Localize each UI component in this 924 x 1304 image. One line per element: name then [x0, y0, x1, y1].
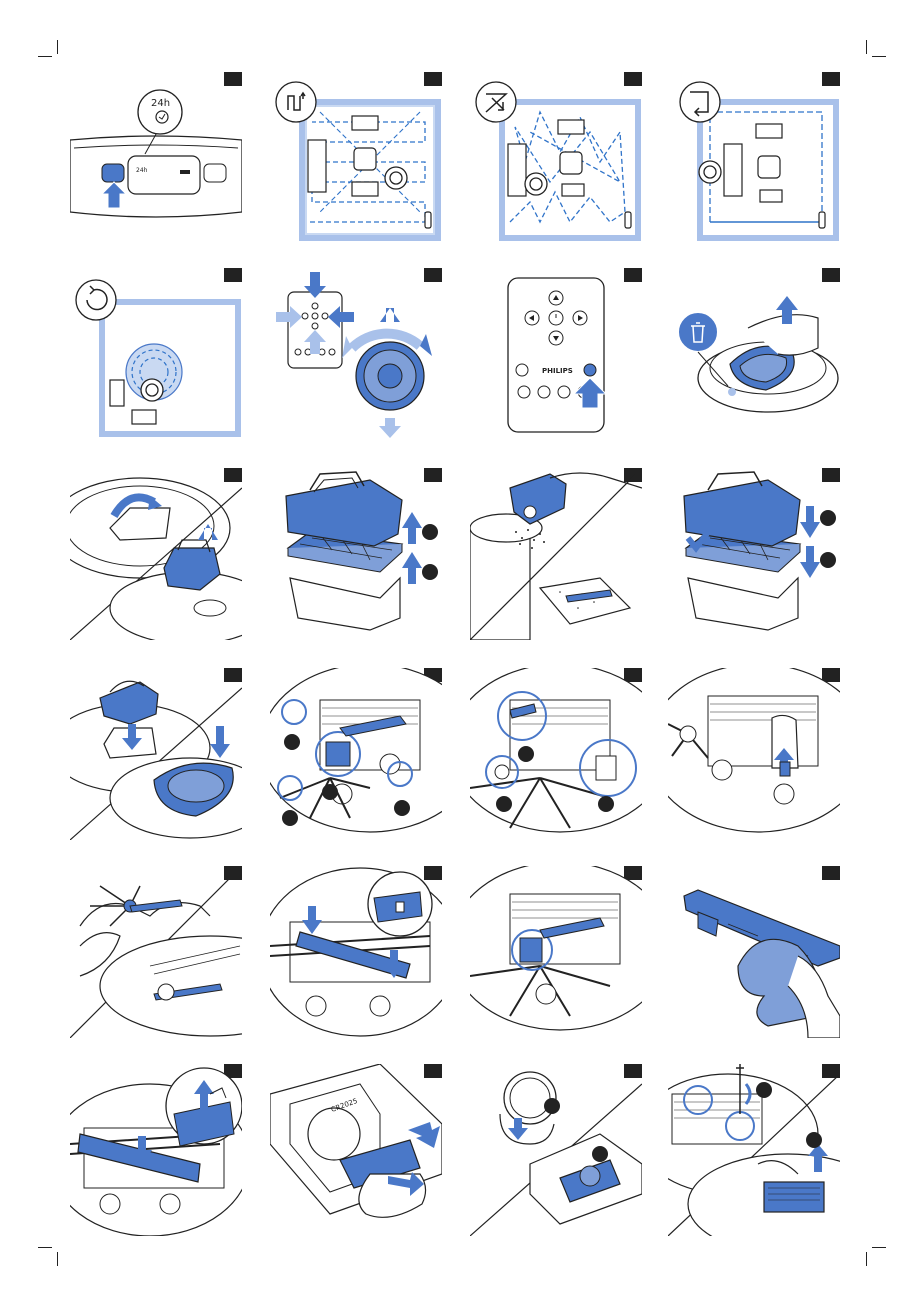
remote-brand: PHILIPS	[542, 367, 573, 375]
step-panel-lift-bin	[70, 468, 242, 640]
crop-mark	[872, 56, 886, 57]
step-panel-zigzag-mode	[270, 72, 442, 244]
timer-bubble-label: 24h	[151, 98, 170, 109]
crop-mark	[38, 1247, 52, 1248]
step-panel-reinsert-brush	[270, 866, 442, 1038]
step-panel-cover-lock	[70, 1064, 242, 1236]
crop-mark	[57, 1252, 58, 1266]
step-panel-remote: PHILIPS	[470, 268, 642, 440]
step-panel-underside-wheels	[470, 668, 642, 840]
step-panel-wall-follow-mode	[668, 72, 840, 244]
step-panel-screw-cover	[668, 1064, 840, 1236]
home-icon	[516, 364, 528, 376]
step-panel-timer: 24h 24h	[70, 72, 242, 244]
crop-mark	[38, 56, 52, 57]
crop-mark	[57, 40, 58, 54]
step-panel-underside-brushes	[270, 668, 442, 840]
step-panel-side-brush	[70, 866, 242, 1038]
step-panel-remove-bin	[668, 268, 840, 440]
step-panel-random-mode	[470, 72, 642, 244]
crop-mark	[866, 1252, 867, 1266]
svg-text:24h: 24h	[136, 167, 148, 174]
crop-mark	[872, 1247, 886, 1248]
step-panel-insert-bin	[70, 668, 242, 840]
step-panel-empty-dust	[470, 468, 642, 640]
step-panel-wipe-brush	[668, 866, 840, 1038]
step-panel-reassemble-filter	[668, 468, 840, 640]
step-panel-pull-brush	[668, 668, 840, 840]
crop-mark	[866, 40, 867, 54]
step-panel-clean-compartment	[470, 866, 642, 1038]
step-panel-spiral-mode	[70, 268, 242, 440]
step-panel-remote-battery: CR2025	[270, 1064, 442, 1236]
step-panel-replace-battery	[470, 1064, 642, 1236]
step-panel-remote-direction	[270, 268, 442, 440]
step-panel-separate-filter	[270, 468, 442, 640]
